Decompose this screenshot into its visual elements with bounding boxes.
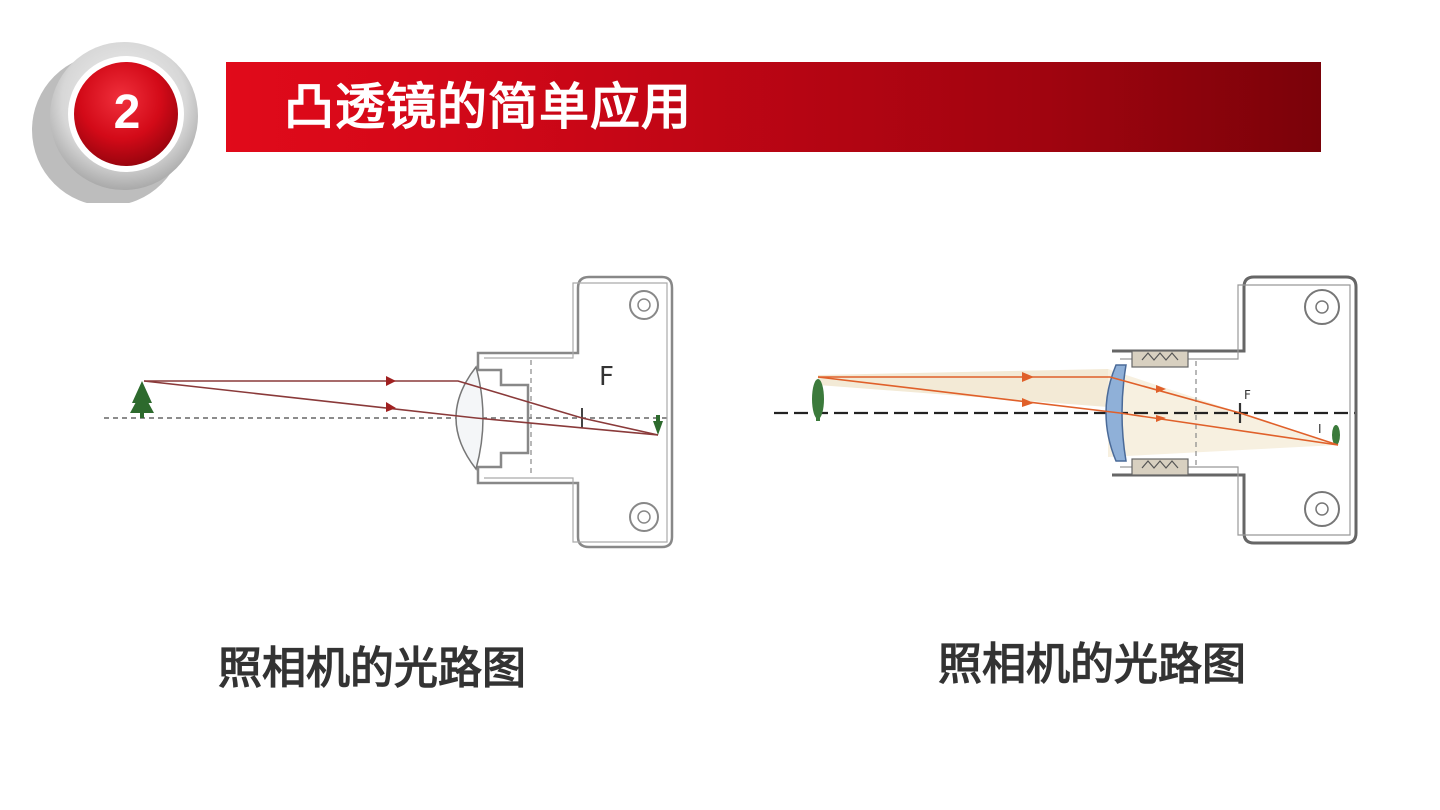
slide-title: 凸透镜的简单应用 [284,77,692,136]
object-tree-icon [130,381,154,418]
camera-body [1112,275,1358,545]
badge-circle-icon [32,42,198,206]
image-label: I [1318,422,1322,436]
inverted-image-icon [653,415,663,435]
screw-bottom [629,502,659,532]
screw-top [1304,289,1340,325]
caption-left: 照相机的光路图 [218,643,526,694]
focus-label: F [599,362,614,392]
camera-diagram-left-svg: F [104,275,674,549]
focus-label: F [1244,388,1251,402]
section-number: 2 [113,86,141,139]
section-number-badge [30,38,202,206]
light-ray-top [818,376,1339,446]
camera-body [476,275,674,549]
caption-right: 照相机的光路图 [938,639,1246,690]
title-bar: 凸透镜的简单应用 [226,62,1321,152]
screw-bottom [1304,491,1340,527]
light-ray-center [143,380,659,436]
camera-light-path-diagram-left: F [96,255,696,567]
camera-diagram-right-svg: F I [774,275,1358,545]
inverted-image-icon [1332,425,1340,445]
screw-top [629,290,659,320]
light-ray-center [817,376,1339,446]
object-tree-icon [812,379,824,421]
light-ray-top [144,380,659,436]
camera-light-path-diagram-right: F I [770,265,1360,550]
